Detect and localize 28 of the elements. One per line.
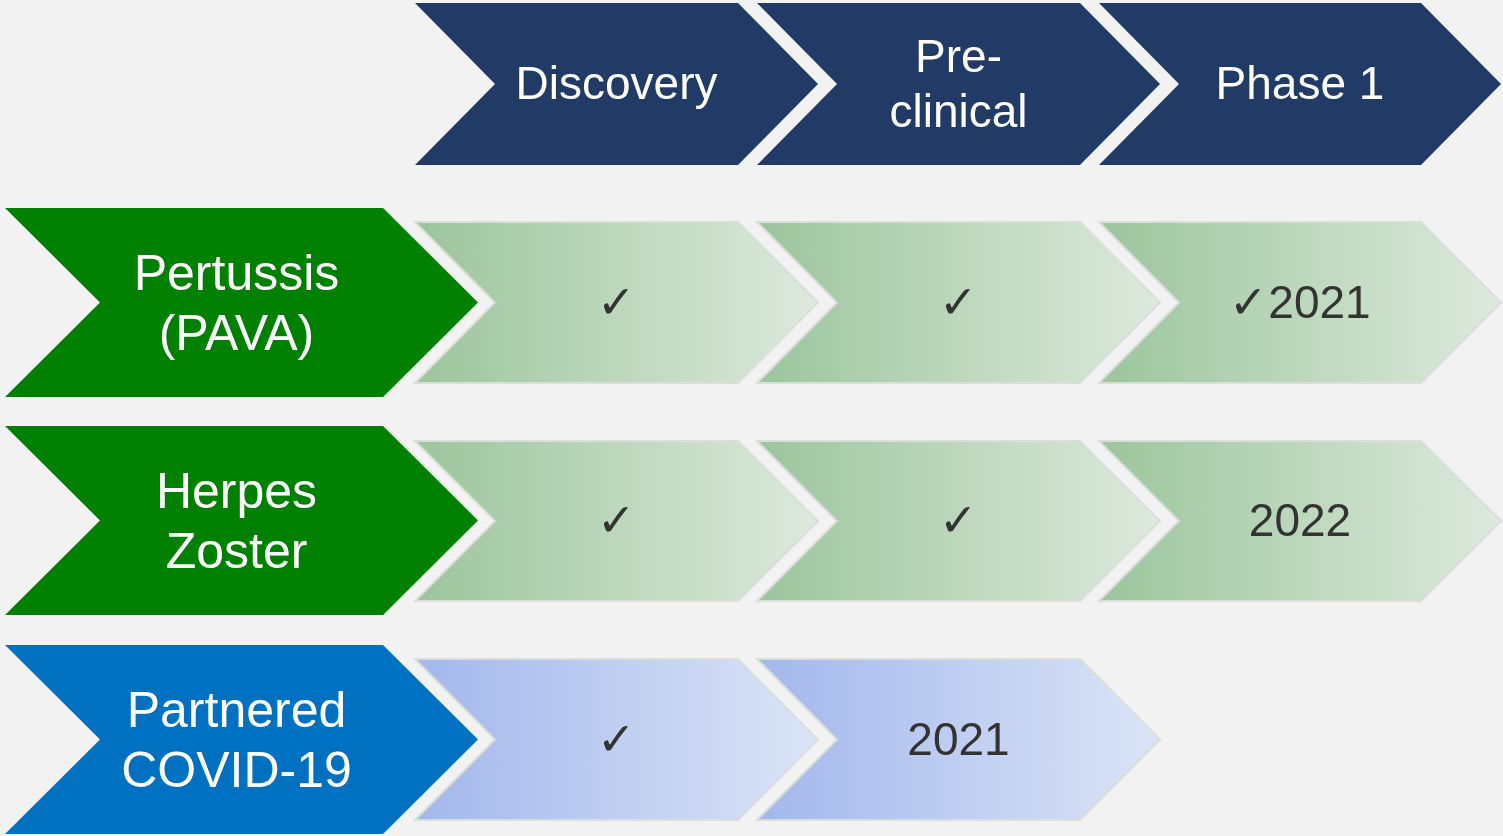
candidate-tab xyxy=(5,426,478,615)
status-text: ✓ xyxy=(938,493,979,549)
progress-cell xyxy=(1099,441,1501,601)
candidate-name: Pertussis (PAVA) xyxy=(132,243,341,363)
status-text: ✓ xyxy=(596,493,637,549)
phase-title: Pre-clinical xyxy=(888,28,1029,139)
status-text: ✓ xyxy=(596,274,637,330)
status-text: ✓ xyxy=(596,711,637,767)
phase-header xyxy=(757,3,1160,165)
status-text: ✓ xyxy=(938,274,979,330)
progress-cell xyxy=(757,441,1160,601)
progress-cell xyxy=(757,659,1160,820)
phase-title: Discovery xyxy=(514,56,719,112)
candidate-name: Herpes Zoster xyxy=(154,461,319,581)
progress-cell xyxy=(1099,222,1501,383)
status-text: 2022 xyxy=(1247,493,1353,549)
candidate-tab xyxy=(5,645,478,834)
phase-title: Phase 1 xyxy=(1214,56,1386,112)
status-text: ✓2021 xyxy=(1228,274,1372,330)
candidate-tab xyxy=(5,208,478,397)
status-text: 2021 xyxy=(906,711,1011,767)
phase-header xyxy=(415,3,818,165)
phase-header xyxy=(1099,3,1501,165)
progress-cell xyxy=(757,222,1160,383)
candidate-name: Partnered COVID-19 xyxy=(120,680,353,800)
progress-cell xyxy=(415,222,818,383)
progress-cell xyxy=(415,659,818,820)
progress-cell xyxy=(415,441,818,601)
